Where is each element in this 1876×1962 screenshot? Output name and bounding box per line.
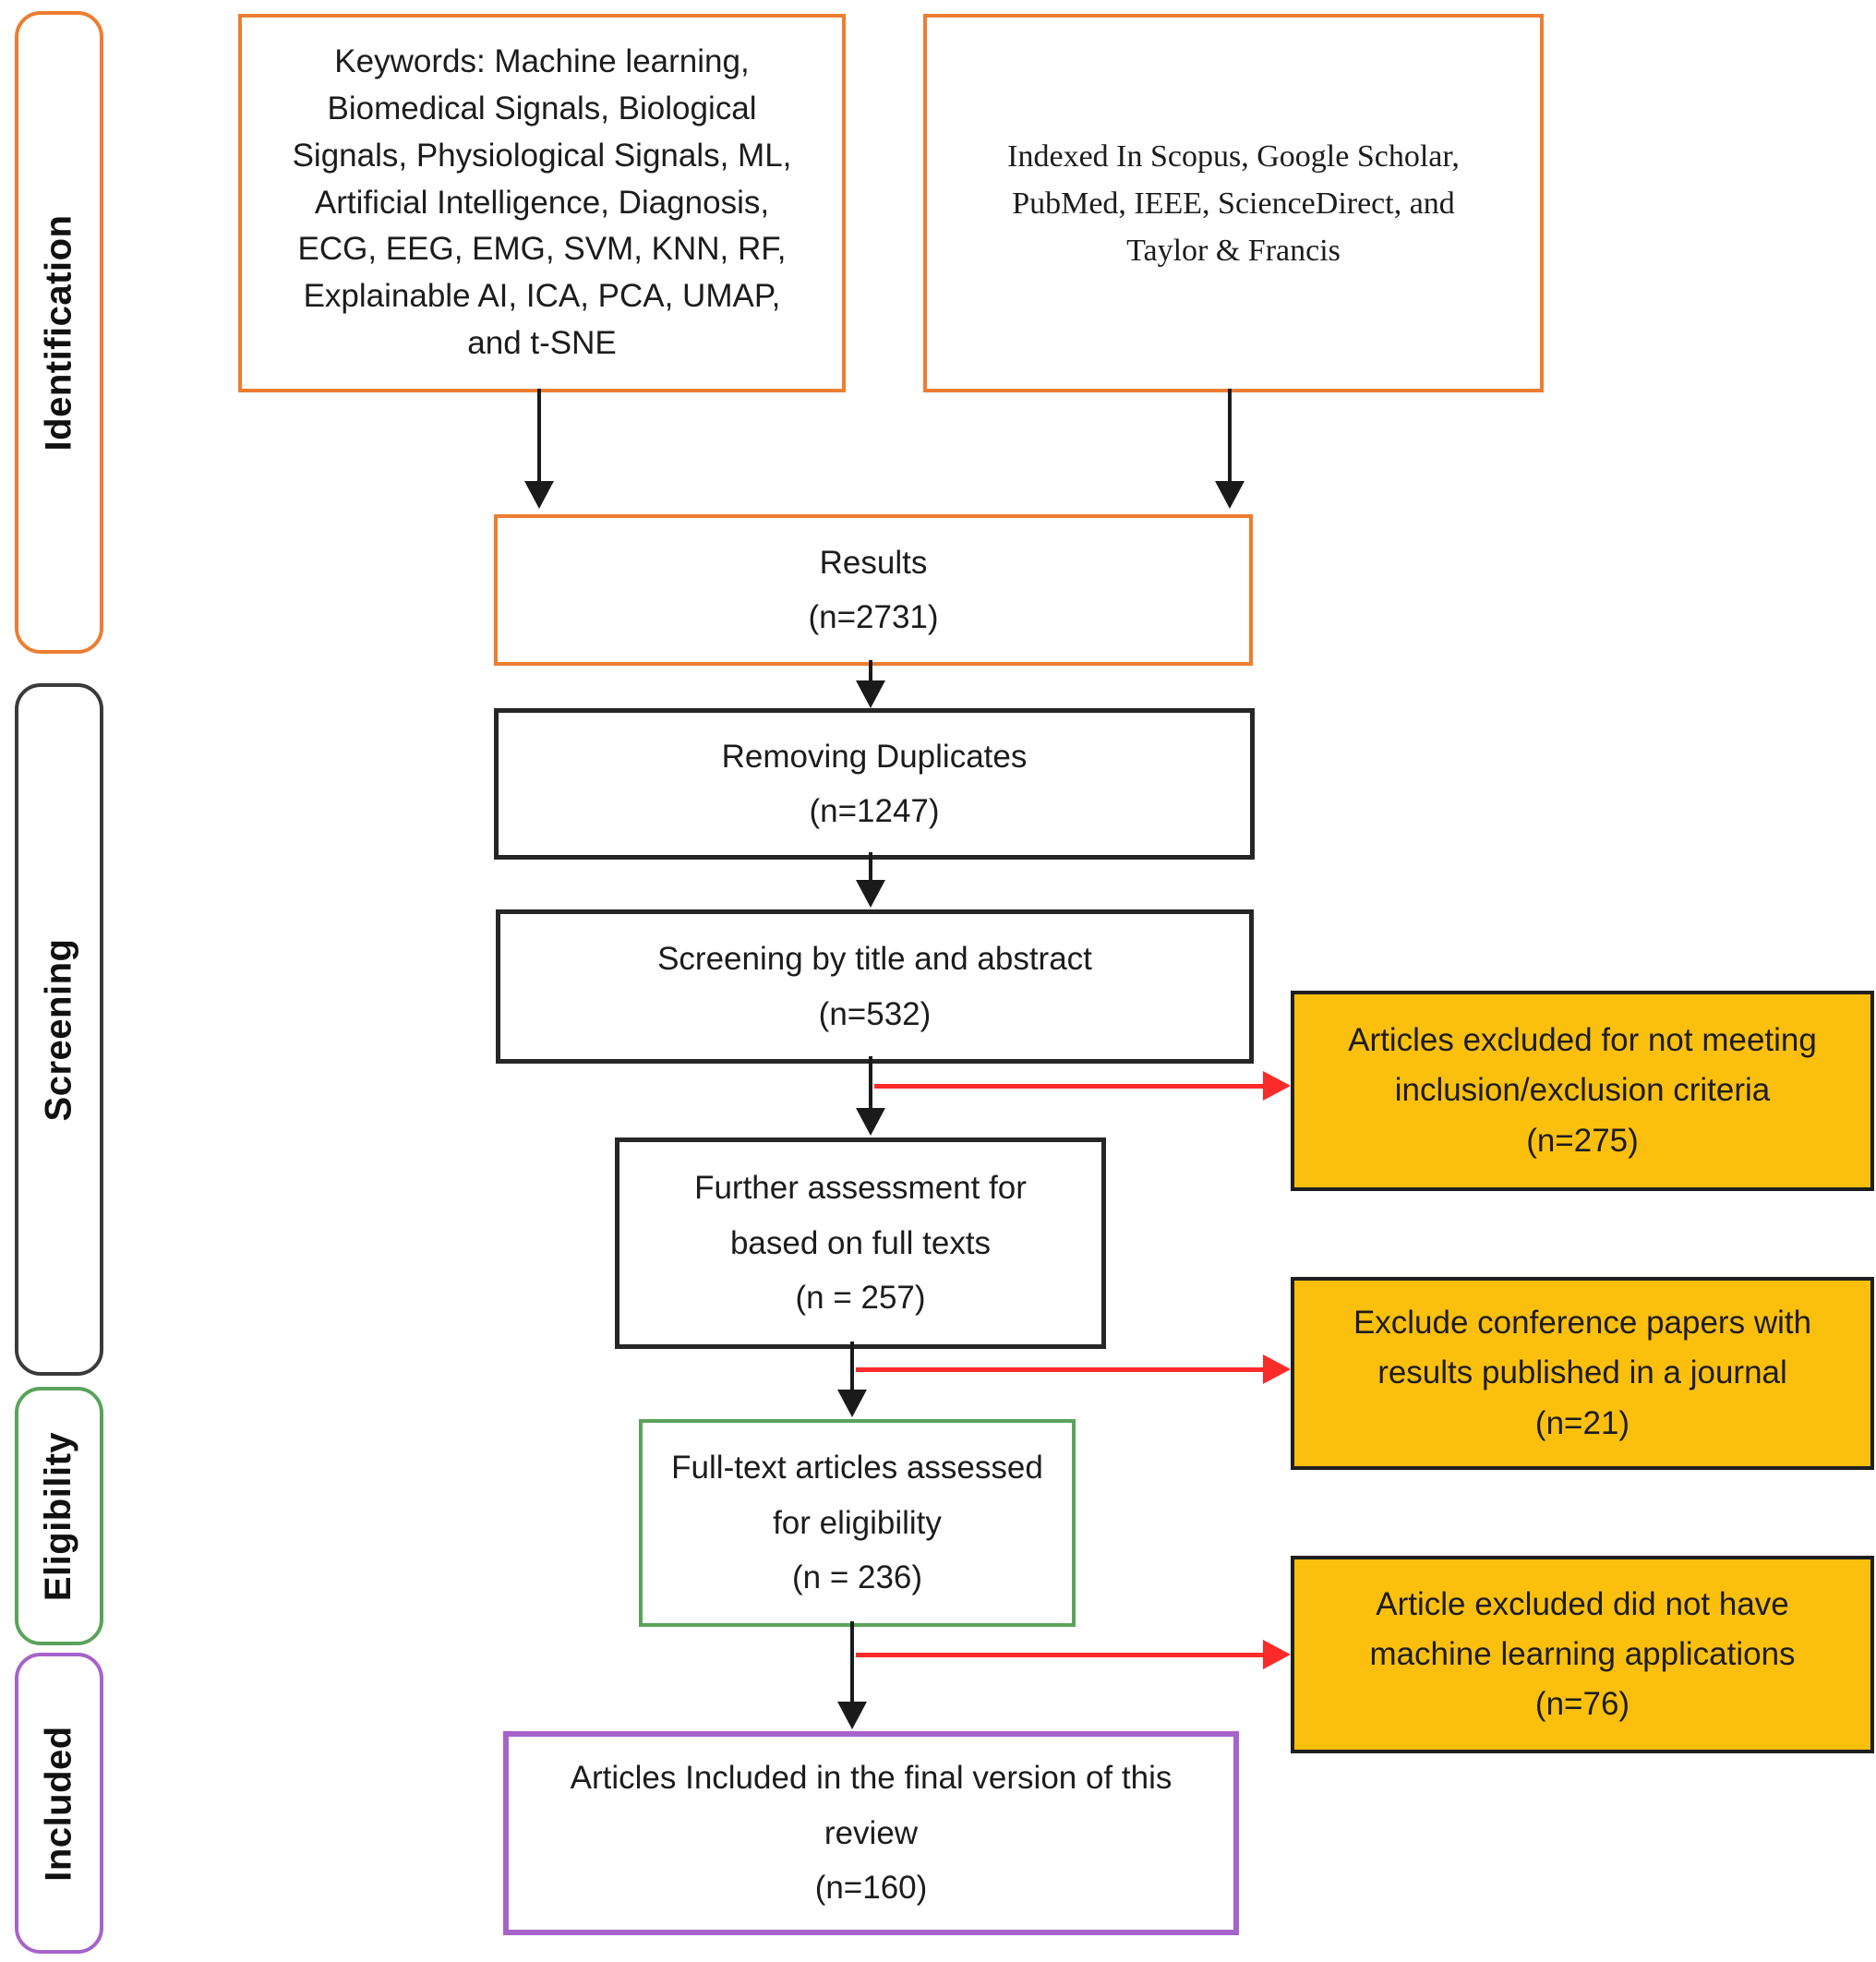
removing-duplicates-box: Removing Duplicates (n=1247) xyxy=(494,708,1255,860)
arrow-indexed-to-results-line xyxy=(1228,389,1232,481)
removing-duplicates-text: Removing Duplicates xyxy=(721,738,1028,775)
further-assessment-count: (n = 257) xyxy=(795,1280,926,1317)
arrow-keywords-to-results-line xyxy=(537,389,541,481)
arrow-eligibility-to-included-head xyxy=(837,1702,867,1729)
removing-duplicates-count: (n=1247) xyxy=(809,793,940,829)
arrow-excluded-criteria-head xyxy=(1263,1071,1291,1101)
arrow-indexed-to-results-head xyxy=(1215,481,1245,509)
arrow-duplicates-to-screening-line xyxy=(869,852,872,882)
arrow-assessment-to-eligibility-line xyxy=(850,1342,854,1391)
screening-title-abstract-count: (n=532) xyxy=(818,995,932,1032)
excluded-criteria-text: Articles excluded for not meeting inclus… xyxy=(1348,1022,1817,1109)
stage-label-eligibility: Eligibility xyxy=(38,1431,79,1601)
indexed-databases-box: Indexed In Scopus, Google Scholar, PubMe… xyxy=(923,14,1544,392)
final-included-text: Articles Included in the final version o… xyxy=(570,1760,1172,1851)
arrow-screening-to-assessment-line xyxy=(869,1056,872,1110)
arrow-keywords-to-results-head xyxy=(524,481,554,509)
arrow-excluded-conference-head xyxy=(1263,1354,1291,1384)
stage-rail-included: Included xyxy=(15,1653,103,1954)
stage-rail-screening: Screening xyxy=(15,683,103,1376)
excluded-no-ml-count: (n=76) xyxy=(1534,1686,1630,1723)
excluded-criteria-box: Articles excluded for not meeting inclus… xyxy=(1291,991,1874,1191)
stage-rail-eligibility: Eligibility xyxy=(15,1387,103,1645)
keywords-text: Keywords: Machine learning, Biomedical S… xyxy=(292,43,792,361)
arrow-results-to-duplicates-head xyxy=(856,680,885,708)
excluded-conference-count: (n=21) xyxy=(1534,1404,1630,1441)
excluded-criteria-count: (n=275) xyxy=(1526,1122,1639,1159)
arrow-excluded-criteria-line xyxy=(874,1084,1264,1089)
full-text-eligibility-text: Full-text articles assessed for eligibil… xyxy=(671,1450,1043,1541)
arrow-assessment-to-eligibility-head xyxy=(837,1390,867,1417)
further-assessment-text: Further assessment for based on full tex… xyxy=(694,1170,1027,1261)
arrow-screening-to-assessment-head xyxy=(856,1108,885,1136)
arrow-excluded-no-ml-head xyxy=(1263,1640,1291,1669)
excluded-no-ml-box: Article excluded did not have machine le… xyxy=(1291,1556,1874,1753)
stage-label-identification: Identification xyxy=(38,214,79,451)
arrow-eligibility-to-included-line xyxy=(850,1621,854,1703)
arrow-duplicates-to-screening-head xyxy=(856,880,885,908)
screening-title-abstract-box: Screening by title and abstract (n=532) xyxy=(496,909,1254,1064)
stage-rail-identification: Identification xyxy=(15,11,103,654)
full-text-eligibility-count: (n = 236) xyxy=(791,1559,923,1596)
keywords-box: Keywords: Machine learning, Biomedical S… xyxy=(238,14,846,392)
excluded-conference-text: Exclude conference papers with results p… xyxy=(1353,1305,1812,1391)
indexed-databases-text: Indexed In Scopus, Google Scholar, PubMe… xyxy=(1007,138,1460,268)
stage-label-included: Included xyxy=(38,1725,79,1882)
excluded-no-ml-text: Article excluded did not have machine le… xyxy=(1369,1585,1796,1672)
screening-title-abstract-text: Screening by title and abstract xyxy=(657,941,1092,977)
results-count: (n=2731) xyxy=(808,599,939,635)
stage-label-screening: Screening xyxy=(38,938,79,1121)
final-included-box: Articles Included in the final version o… xyxy=(503,1731,1239,1935)
final-included-count: (n=160) xyxy=(814,1870,928,1907)
arrow-excluded-conference-line xyxy=(856,1367,1264,1372)
results-box: Results (n=2731) xyxy=(494,514,1253,666)
excluded-conference-box: Exclude conference papers with results p… xyxy=(1291,1277,1874,1470)
arrow-results-to-duplicates-line xyxy=(869,660,872,682)
further-assessment-box: Further assessment for based on full tex… xyxy=(615,1137,1106,1349)
results-text: Results xyxy=(819,544,928,581)
full-text-eligibility-box: Full-text articles assessed for eligibil… xyxy=(639,1419,1076,1627)
arrow-excluded-no-ml-line xyxy=(856,1653,1264,1657)
